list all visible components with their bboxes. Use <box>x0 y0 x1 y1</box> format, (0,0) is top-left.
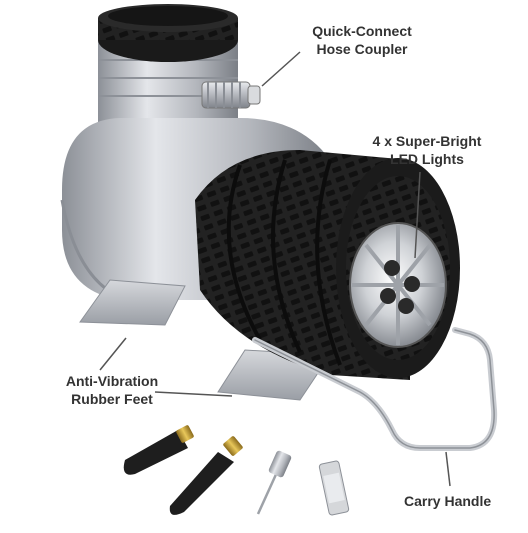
callout-led-lights: 4 x Super-Bright LED Lights <box>360 132 494 168</box>
inflation-needle-adapters <box>123 425 292 515</box>
callout-lines <box>99 51 451 487</box>
callout-carry-handle-line1: Carry Handle <box>404 493 492 509</box>
callout-hose-coupler: Quick-Connect Hose Coupler <box>300 22 424 58</box>
callout-carry-handle: Carry Handle <box>404 492 514 510</box>
callout-rubber-feet-line1: Anti-Vibration <box>65 373 159 389</box>
carry-handle <box>252 327 498 451</box>
callout-hose-coupler-line2: Hose Coupler <box>316 41 408 57</box>
callout-rubber-feet-line2: Rubber Feet <box>71 391 153 407</box>
led-lights <box>349 222 447 348</box>
callout-led-lights-line2: LED Lights <box>390 151 464 167</box>
callout-rubber-feet: Anti-Vibration Rubber Feet <box>52 372 172 408</box>
callout-led-lights-line1: 4 x Super-Bright <box>372 133 482 149</box>
fuse <box>318 460 350 516</box>
hose-coupler <box>201 81 261 109</box>
callout-hose-coupler-line1: Quick-Connect <box>312 23 412 39</box>
